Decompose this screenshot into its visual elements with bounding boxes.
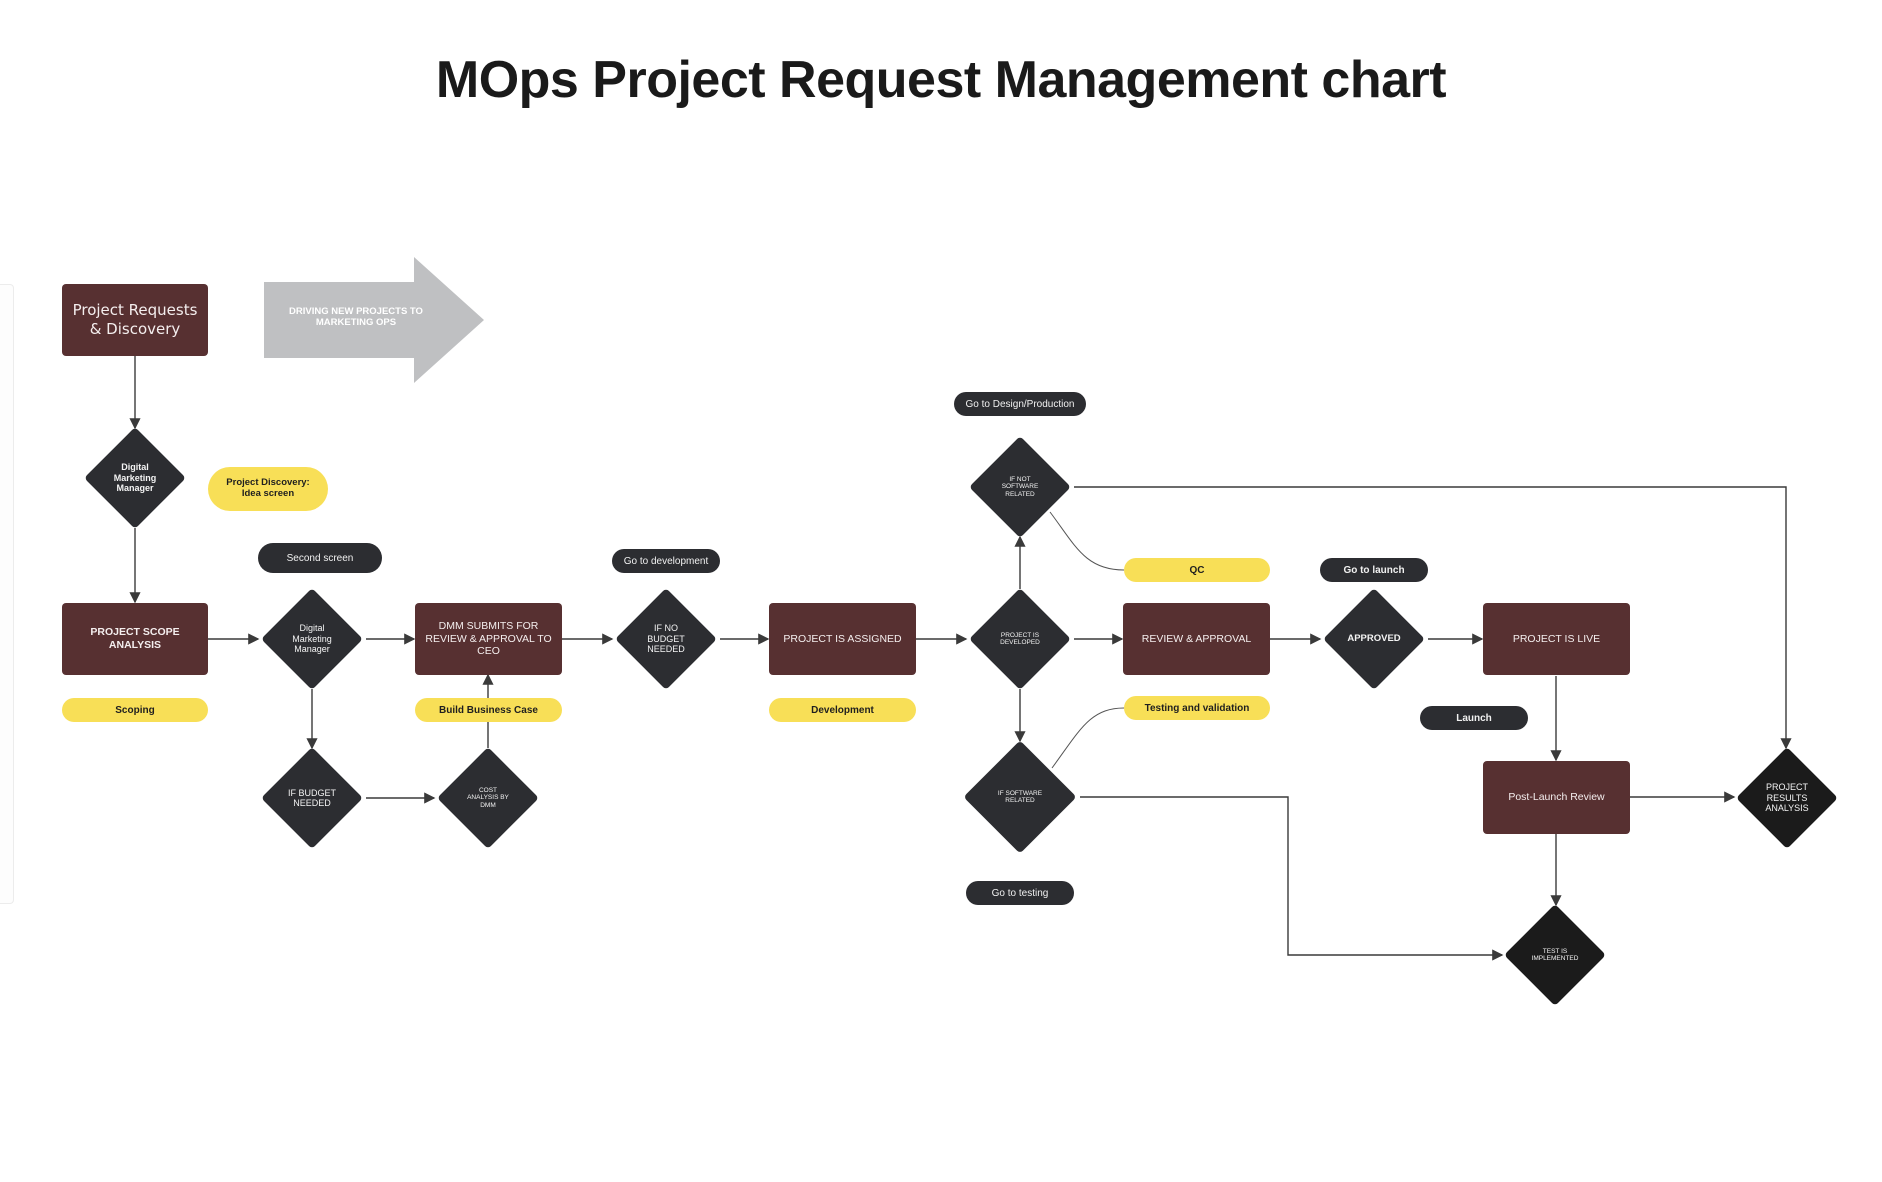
banner-text: DRIVING NEW PROJECTS TO MARKETING OPS [289,306,423,329]
callout-testing [1051,707,1125,769]
process-dmm-submits[interactable]: DMM SUBMITS FOR REVIEW & APPROVAL TO CEO [415,603,562,675]
decision-project-developed[interactable]: PROJECT IS DEVELOPED [966,588,1074,690]
callout-qc [1049,511,1125,571]
side-panel-edge [0,284,14,904]
decision-software[interactable]: IF SOFTWARE RELATED [960,740,1080,854]
edge-notsoftware-results [1074,486,1792,750]
pill-go-to-launch: Go to launch [1320,558,1428,582]
decision-no-budget[interactable]: IF NO BUDGET NEEDED [612,588,720,690]
process-review-approval[interactable]: REVIEW & APPROVAL [1123,603,1270,675]
decision-approved[interactable]: APPROVED [1320,588,1428,690]
edge-software-test [1080,796,1504,961]
banner-arrow-icon [264,257,484,383]
pill-project-discovery: Project Discovery: Idea screen [208,467,328,511]
process-project-requests[interactable]: Project Requests & Discovery [62,284,208,356]
pill-development: Development [769,698,916,722]
pill-scoping: Scoping [62,698,208,722]
decision-budget-needed[interactable]: IF BUDGET NEEDED [258,747,366,849]
pill-go-to-testing: Go to testing [966,881,1074,905]
pill-go-to-design-production: Go to Design/Production [954,392,1086,416]
process-scope-analysis[interactable]: PROJECT SCOPE ANALYSIS [62,603,208,675]
pill-build-business-case: Build Business Case [415,698,562,722]
process-project-assigned[interactable]: PROJECT IS ASSIGNED [769,603,916,675]
process-post-launch-review[interactable]: Post-Launch Review [1483,761,1630,834]
decision-dmm-2[interactable]: Digital Marketing Manager [258,588,366,690]
process-project-live[interactable]: PROJECT IS LIVE [1483,603,1630,675]
pill-qc: QC [1124,558,1270,582]
pill-testing-validation: Testing and validation [1124,696,1270,720]
decision-cost-analysis[interactable]: COST ANALYSIS BY DMM [434,747,542,849]
decision-not-software[interactable]: IF NOT SOFTWARE RELATED [966,436,1074,538]
decision-results-analysis[interactable]: PROJECT RESULTS ANALYSIS [1734,747,1840,849]
pill-go-to-development: Go to development [612,549,720,573]
pill-launch: Launch [1420,706,1528,730]
decision-dmm-1[interactable]: Digital Marketing Manager [82,427,188,529]
pill-second-screen: Second screen [258,543,382,573]
page-title: MOps Project Request Management chart [435,51,1447,109]
decision-test-implemented[interactable]: TEST IS IMPLEMENTED [1502,904,1608,1006]
